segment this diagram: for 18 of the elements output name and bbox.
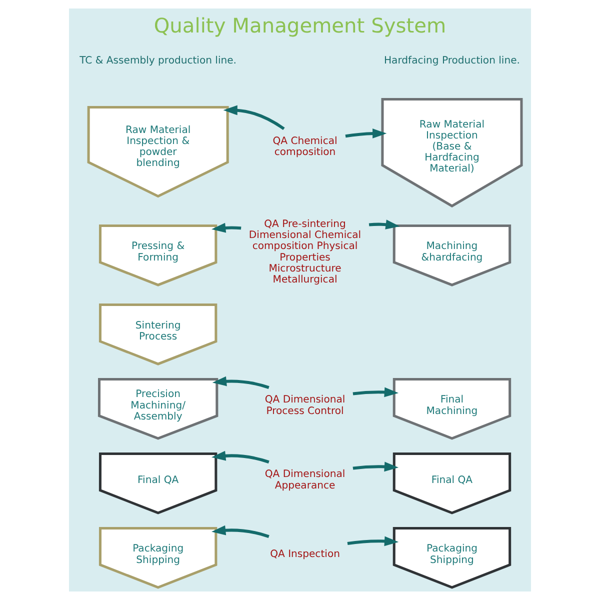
node-text: QA Dimensional Appearance bbox=[264, 469, 346, 492]
node-text: QA Pre-sintering Dimensional Chemical composition Physical Properties Microstructure Metallurgical bbox=[248, 219, 362, 286]
arrow bbox=[352, 387, 399, 398]
arrow bbox=[212, 525, 270, 538]
node-text: QA Dimensional Process Control bbox=[264, 394, 346, 417]
arrow bbox=[212, 222, 242, 233]
label: Hardfacing Production line. bbox=[384, 55, 520, 66]
arrow bbox=[212, 450, 270, 464]
node-text: QA Inspection bbox=[270, 549, 340, 560]
arrow bbox=[212, 376, 270, 389]
diagram-title: Quality Management System bbox=[154, 14, 446, 38]
label: TC & Assembly production line. bbox=[80, 55, 237, 66]
arrow bbox=[368, 220, 400, 230]
arrow bbox=[347, 536, 399, 546]
arrow bbox=[345, 128, 387, 138]
node-text: QA Chemical composition bbox=[272, 136, 338, 158]
arrow bbox=[223, 105, 285, 130]
arrow bbox=[352, 462, 399, 472]
